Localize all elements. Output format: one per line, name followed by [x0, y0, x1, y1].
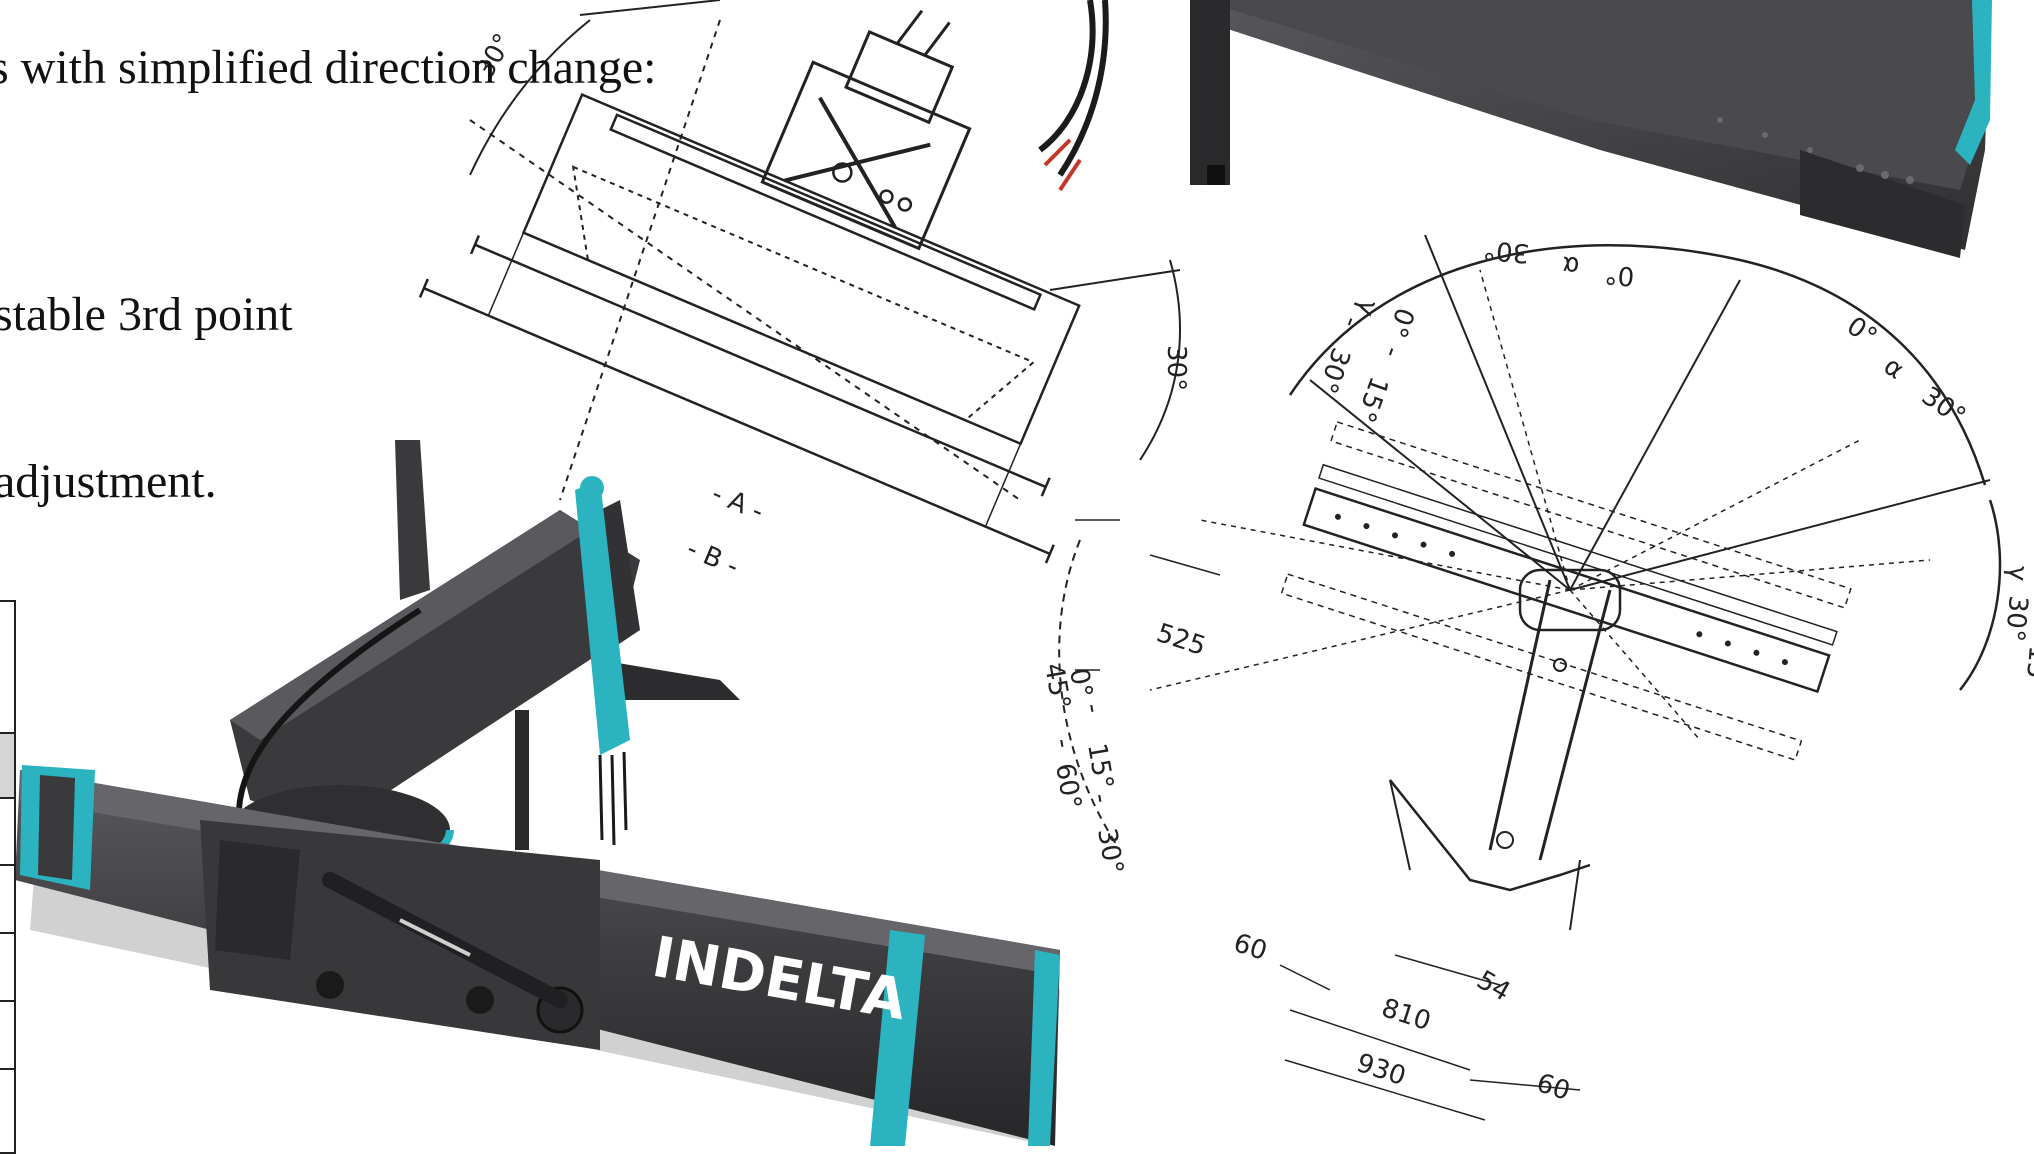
table-row: [0, 864, 14, 866]
arc-l-15: 15°: [1081, 741, 1119, 792]
text-line-2: stable 3rd point: [0, 288, 293, 341]
right-arc-upper-left-labels: 0° - 15° - 30° γ: [1312, 296, 1420, 427]
arc-top-alpha: α: [1561, 250, 1581, 281]
blade-photo-top: [1038, 0, 1992, 258]
right-arc-left-labels: 0° - 15° - 30° 45° - 60°: [1038, 661, 1129, 877]
arc-ur-0: 0°: [1841, 311, 1882, 353]
arc-ul-dash1: -: [1376, 343, 1407, 362]
top-schematic: [418, 0, 1181, 564]
dim-54: 54: [1472, 965, 1516, 1008]
right-arc-top-labels: 30° α 0°: [1482, 234, 1636, 291]
arc-r-gamma: γ: [2002, 564, 2033, 582]
right-arc-upper-right-labels: 0° α 30°: [1841, 311, 1971, 432]
text-line-3: adjustment.: [0, 455, 217, 508]
arc-r-15: 15°: [2019, 644, 2034, 693]
arc-ur-alpha: α: [1878, 351, 1909, 385]
arc-top-0: 0°: [1604, 258, 1636, 290]
table-header-shade: [0, 732, 14, 797]
arc-l-45: 45°: [1038, 661, 1076, 712]
arc-r-30: 30°: [1999, 594, 2033, 643]
dim-a-label: - A -: [707, 479, 768, 527]
grader-blade-photo: INDELTA: [15, 440, 1060, 1146]
spec-table: [0, 600, 16, 1154]
dim-525: 525: [1153, 618, 1209, 662]
table-row: [0, 932, 14, 934]
text-line-1: s with simplified direction change:: [0, 41, 657, 94]
dim-b-label: - B -: [682, 534, 743, 582]
dim-930: 930: [1353, 1048, 1409, 1092]
arc-top-30: 30°: [1482, 234, 1531, 268]
arc-r-dash: -: [2022, 609, 2034, 621]
arc-l-30: 30°: [1091, 826, 1129, 877]
right-schematic: [1058, 234, 2002, 1121]
arc-ul-0: 0°: [1381, 304, 1419, 342]
right-dimension-labels: 525 60 54 810 930 60: [1153, 618, 1574, 1107]
dim-60-left: 60: [1230, 928, 1271, 967]
right-arc-right-labels: γ 30° - 15°: [1999, 564, 2034, 693]
arc-l-0: 0°: [1063, 666, 1098, 700]
right-angle-label: 30°: [1161, 345, 1191, 391]
arc-l-dash2: -: [1085, 791, 1116, 805]
arc-ur-30: 30°: [1916, 381, 1971, 432]
arc-ul-15: 15°: [1350, 373, 1394, 427]
dim-810: 810: [1378, 993, 1434, 1037]
arc-ul-30: 30°: [1312, 344, 1356, 398]
table-row: [0, 732, 14, 734]
arc-l-dash1: -: [1077, 701, 1108, 715]
table-row: [0, 797, 14, 799]
table-row: [0, 1000, 14, 1002]
dim-60-right: 60: [1533, 1068, 1574, 1107]
arc-l-60: 60°: [1049, 761, 1087, 812]
table-row: [0, 1068, 14, 1070]
